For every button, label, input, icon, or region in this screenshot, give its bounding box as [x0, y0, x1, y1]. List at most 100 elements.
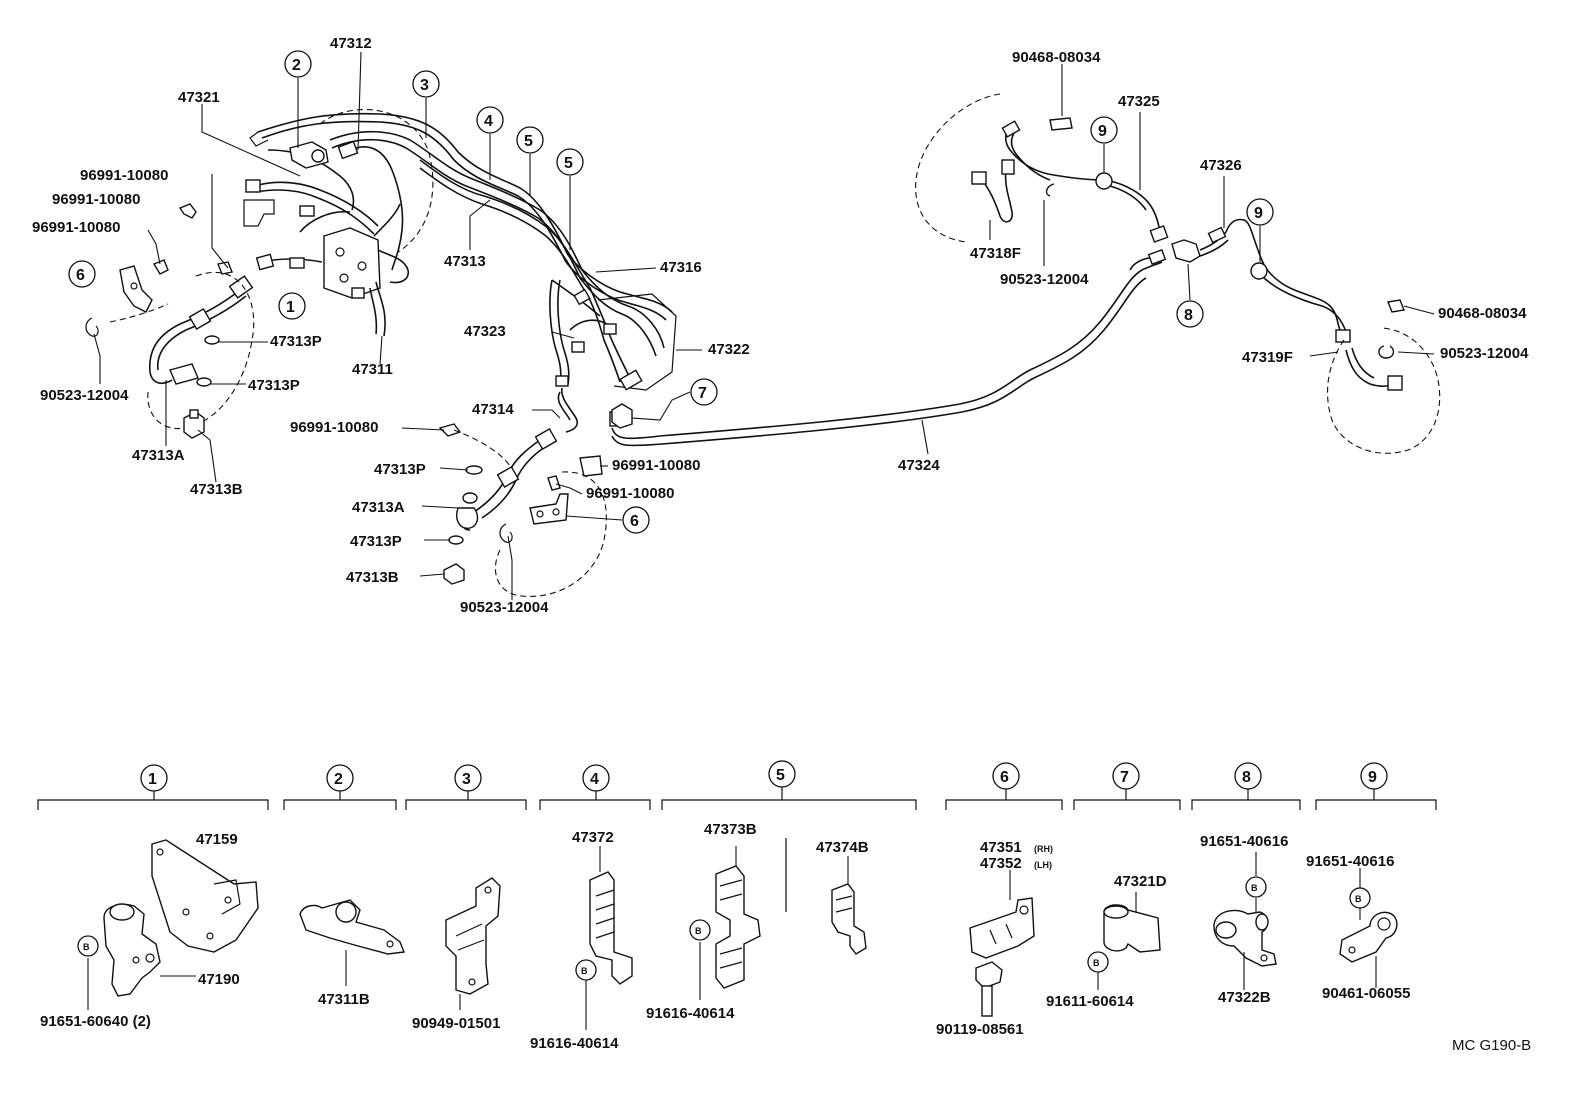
label-90523-a: 90523-12004 — [40, 387, 129, 404]
callout-1-top: 1 — [286, 299, 295, 316]
item-header-7: 7 — [1120, 769, 1129, 786]
leader-lines — [93, 51, 1435, 600]
badge-b-item1: B — [83, 942, 90, 952]
item-1-parts: B 47159 47190 91651-60640 (2) — [40, 831, 259, 1030]
label-90523-b: 90523-12004 — [460, 599, 549, 616]
bracket-47159 — [151, 839, 259, 953]
clamp-9-rear-left — [1095, 172, 1113, 190]
label-96991-e: 96991-10080 — [612, 457, 700, 474]
top-part-labels: 47312 47321 96991-10080 96991-10080 9699… — [32, 35, 1529, 616]
label-47311: 47311 — [352, 361, 393, 378]
badge-b-item8: B — [1251, 883, 1258, 893]
callout-2-top: 2 — [292, 57, 301, 74]
label-47373B: 47373B — [704, 821, 757, 838]
label-47190: 47190 — [198, 971, 240, 988]
label-47318F: 47318F — [970, 245, 1021, 262]
callout-8-top: 8 — [1184, 307, 1193, 324]
label-47326: 47326 — [1200, 157, 1242, 174]
label-96991-d: 96991-10080 — [290, 419, 378, 436]
valve-47190 — [103, 903, 161, 997]
item-header-8: 8 — [1242, 769, 1251, 786]
bracket-47351-47352 — [969, 897, 1035, 959]
label-90949: 90949-01501 — [412, 1015, 500, 1032]
label-91651-60640: 91651-60640 (2) — [40, 1013, 151, 1030]
label-90468-a: 90468-08034 — [1012, 49, 1101, 66]
diagram-code: MC G190-B — [1452, 1037, 1531, 1054]
callout-7-top: 7 — [698, 385, 707, 402]
callout-5-top-a: 5 — [524, 133, 533, 150]
label-47372: 47372 — [572, 829, 614, 846]
label-47321: 47321 — [178, 89, 220, 106]
label-47311B: 47311B — [318, 991, 370, 1008]
item-header-3: 3 — [462, 771, 471, 788]
item-7-parts: B 47321D 91611-60614 — [1046, 873, 1167, 1010]
label-91651-b: 91651-40616 — [1306, 853, 1394, 870]
callout-5-top-b: 5 — [564, 155, 573, 172]
label-90461: 90461-06055 — [1322, 985, 1410, 1002]
label-47325: 47325 — [1118, 93, 1160, 110]
label-47159: 47159 — [196, 831, 238, 848]
top-callouts: 2 3 4 5 5 1 6 7 6 9 9 8 — [68, 50, 1274, 534]
callout-9-top-b: 9 — [1254, 205, 1263, 222]
badge-b-item9: B — [1355, 894, 1362, 904]
item-8-parts: B 91651-40616 47322B — [1200, 833, 1288, 1006]
item-9-parts: B 91651-40616 90461-06055 — [1306, 853, 1410, 1002]
label-96991-b: 96991-10080 — [52, 191, 140, 208]
bolt-90119 — [975, 961, 1003, 989]
callout-4-top: 4 — [484, 113, 493, 130]
label-90523-d: 90523-12004 — [1440, 345, 1529, 362]
label-47314: 47314 — [472, 401, 514, 418]
proportioning-valve — [323, 227, 381, 299]
clamp-47373B — [715, 865, 761, 989]
clamp-9-rear-right — [1250, 262, 1268, 280]
item-2-parts: 47311B — [299, 899, 405, 1008]
label-47319F: 47319F — [1242, 349, 1293, 366]
label-47322B: 47322B — [1218, 989, 1271, 1006]
label-47321D: 47321D — [1114, 873, 1167, 890]
label-47374B: 47374B — [816, 839, 869, 856]
label-96991-a: 96991-10080 — [80, 167, 168, 184]
clamp-90949 — [445, 877, 501, 995]
item-header-9: 9 — [1368, 769, 1377, 786]
badge-b-item5: B — [695, 926, 702, 936]
callout-3-top: 3 — [420, 77, 429, 94]
label-47313P-c: 47313P — [374, 461, 426, 478]
label-47313B-a: 47313B — [190, 481, 243, 498]
label-47313P-d: 47313P — [350, 533, 402, 550]
clamp-47372 — [589, 871, 633, 985]
label-47313B-b: 47313B — [346, 569, 399, 586]
item-header-2: 2 — [334, 771, 343, 788]
front-brake-tube-assembly — [85, 108, 1167, 597]
label-47313P-a: 47313P — [270, 333, 322, 350]
label-91616-b: 91616-40614 — [646, 1005, 735, 1022]
callout-9-top-a: 9 — [1098, 123, 1107, 140]
label-91616-a: 91616-40614 — [530, 1035, 619, 1052]
label-47313P-b: 47313P — [248, 377, 300, 394]
clamp-90461 — [1339, 911, 1398, 963]
label-47322: 47322 — [708, 341, 750, 358]
label-47324: 47324 — [898, 457, 940, 474]
item-3-parts: 90949-01501 — [412, 877, 501, 1032]
label-91651-a: 91651-40616 — [1200, 833, 1288, 850]
label-91611: 91611-60614 — [1046, 993, 1134, 1010]
callout-6-top-left: 6 — [76, 267, 85, 284]
label-96991-f: 96991-10080 — [586, 485, 674, 502]
label-90468-b: 90468-08034 — [1438, 305, 1527, 322]
label-47351: 47351 — [980, 839, 1022, 856]
item-header-1: 1 — [148, 771, 157, 788]
label-47316: 47316 — [660, 259, 702, 276]
label-47323: 47323 — [464, 323, 506, 340]
label-90523-c: 90523-12004 — [1000, 271, 1089, 288]
item-header-5: 5 — [776, 767, 785, 784]
label-47352: 47352 — [980, 855, 1022, 872]
clamp-47374B — [831, 883, 867, 955]
label-47313A-b: 47313A — [352, 499, 405, 516]
item-header-6: 6 — [1000, 769, 1009, 786]
label-47313: 47313 — [444, 253, 486, 270]
label-47312: 47312 — [330, 35, 372, 52]
callout-6-top-lower: 6 — [630, 513, 639, 530]
label-96991-c: 96991-10080 — [32, 219, 120, 236]
label-47313A-a: 47313A — [132, 447, 185, 464]
